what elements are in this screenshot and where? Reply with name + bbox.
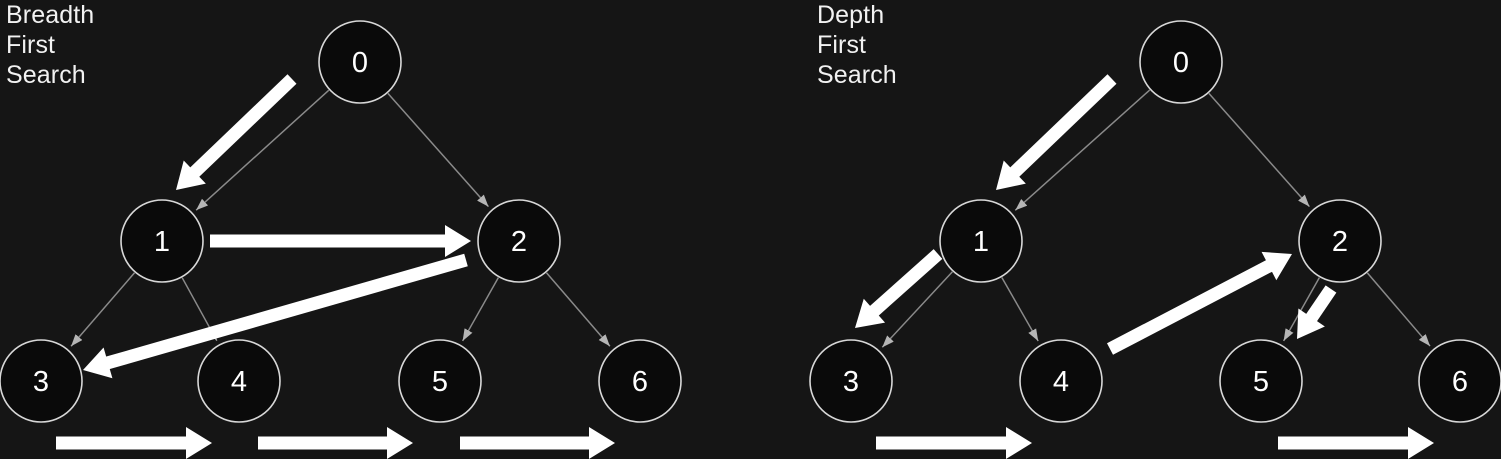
- node-label: 6: [632, 366, 648, 398]
- node-circle: [1139, 20, 1223, 104]
- arrow-head: [1297, 308, 1325, 339]
- dfs-arrow-2-to-5: [1297, 285, 1337, 339]
- node-circle: [120, 199, 204, 283]
- node-bfs-5[interactable]: 5: [398, 339, 482, 423]
- bfs-arrow-4-to-5: [258, 427, 413, 459]
- bfs-arrow-1-to-2: [210, 225, 471, 257]
- node-label: 1: [154, 226, 170, 258]
- node-bfs-4[interactable]: 4: [197, 339, 281, 423]
- arrow-shaft: [1007, 74, 1117, 180]
- tree-edge-bfs-0-2: [387, 92, 490, 208]
- arrow-head: [1261, 251, 1292, 281]
- bfs-arrow-3-to-4: [56, 427, 212, 459]
- node-label: 0: [1173, 47, 1189, 79]
- tree-edge-bfs-2-6: [545, 272, 611, 347]
- arrow-head: [1408, 427, 1434, 459]
- arrow-head: [83, 347, 113, 379]
- bfs-arrow-0-to-1: [176, 74, 297, 190]
- node-circle: [809, 339, 893, 423]
- node-circle: [1298, 199, 1382, 283]
- node-label: 5: [1253, 366, 1269, 398]
- arrow-head: [186, 427, 212, 459]
- node-dfs-2[interactable]: 2: [1298, 199, 1382, 283]
- dfs-panel-title: Depth First Search: [817, 1, 897, 89]
- tree-edge-dfs-0-1: [1014, 89, 1151, 211]
- arrow-shaft: [187, 74, 297, 180]
- arrow-head: [589, 427, 615, 459]
- tree-edge-dfs-1-3: [881, 271, 953, 348]
- node-label: 4: [231, 366, 247, 398]
- arrow-head: [387, 427, 413, 459]
- node-circle: [1019, 339, 1103, 423]
- node-circle: [0, 339, 83, 423]
- node-circle: [318, 20, 402, 104]
- traversal-arrows-group: [56, 74, 1434, 459]
- node-circle: [939, 199, 1023, 283]
- tree-edge-dfs-1-4: [1001, 277, 1039, 342]
- arrow-shaft: [1303, 285, 1337, 325]
- node-circle: [197, 339, 281, 423]
- bfs-panel-title: Breadth First Search: [6, 1, 95, 89]
- node-dfs-1[interactable]: 1: [939, 199, 1023, 283]
- tree-edge-dfs-2-6: [1366, 272, 1431, 347]
- tree-edge-bfs-2-5: [461, 277, 500, 342]
- node-bfs-3[interactable]: 3: [0, 339, 83, 423]
- node-label: 5: [432, 366, 448, 398]
- tree-nodes-group: 0 1 2 3 4 5 6 0 1 2 3 4 5 6: [0, 20, 1501, 423]
- node-bfs-0[interactable]: 0: [318, 20, 402, 104]
- arrow-head: [176, 160, 206, 190]
- dfs-arrow-1-to-3: [855, 249, 943, 328]
- bfs-arrow-5-to-6: [460, 427, 615, 459]
- node-dfs-5[interactable]: 5: [1219, 339, 1303, 423]
- node-label: 3: [843, 366, 859, 398]
- node-circle: [598, 339, 682, 423]
- arrow-shaft: [867, 249, 943, 319]
- node-dfs-6[interactable]: 6: [1418, 339, 1501, 423]
- node-label: 0: [352, 47, 368, 79]
- node-dfs-4[interactable]: 4: [1019, 339, 1103, 423]
- node-label: 1: [973, 226, 989, 258]
- dfs-arrow-3-to-4: [876, 427, 1032, 459]
- tree-edge-dfs-0-2: [1208, 92, 1311, 208]
- node-label: 2: [1332, 226, 1348, 258]
- node-circle: [477, 199, 561, 283]
- node-bfs-1[interactable]: 1: [120, 199, 204, 283]
- dfs-arrow-0-to-1: [996, 74, 1117, 190]
- node-label: 3: [33, 366, 49, 398]
- node-circle: [1418, 339, 1501, 423]
- arrow-head: [445, 225, 471, 257]
- node-circle: [398, 339, 482, 423]
- node-bfs-2[interactable]: 2: [477, 199, 561, 283]
- arrow-shaft: [102, 253, 468, 371]
- node-circle: [1219, 339, 1303, 423]
- node-dfs-0[interactable]: 0: [1139, 20, 1223, 104]
- node-dfs-3[interactable]: 3: [809, 339, 893, 423]
- arrow-head: [1006, 427, 1032, 459]
- node-label: 4: [1053, 366, 1069, 398]
- arrow-shaft: [1106, 258, 1276, 355]
- tree-edge-dfs-2-5: [1282, 277, 1321, 342]
- node-bfs-6[interactable]: 6: [598, 339, 682, 423]
- arrow-head: [996, 160, 1026, 190]
- tree-edge-bfs-0-1: [195, 89, 330, 211]
- node-label: 2: [511, 226, 527, 258]
- arrow-head: [855, 298, 886, 328]
- dfs-arrow-4-to-2: [1106, 251, 1292, 355]
- node-label: 6: [1452, 366, 1468, 398]
- tree-edge-bfs-1-3: [70, 272, 136, 347]
- dfs-arrow-5-to-6: [1278, 427, 1434, 459]
- bfs-arrow-2-to-3: [83, 253, 468, 379]
